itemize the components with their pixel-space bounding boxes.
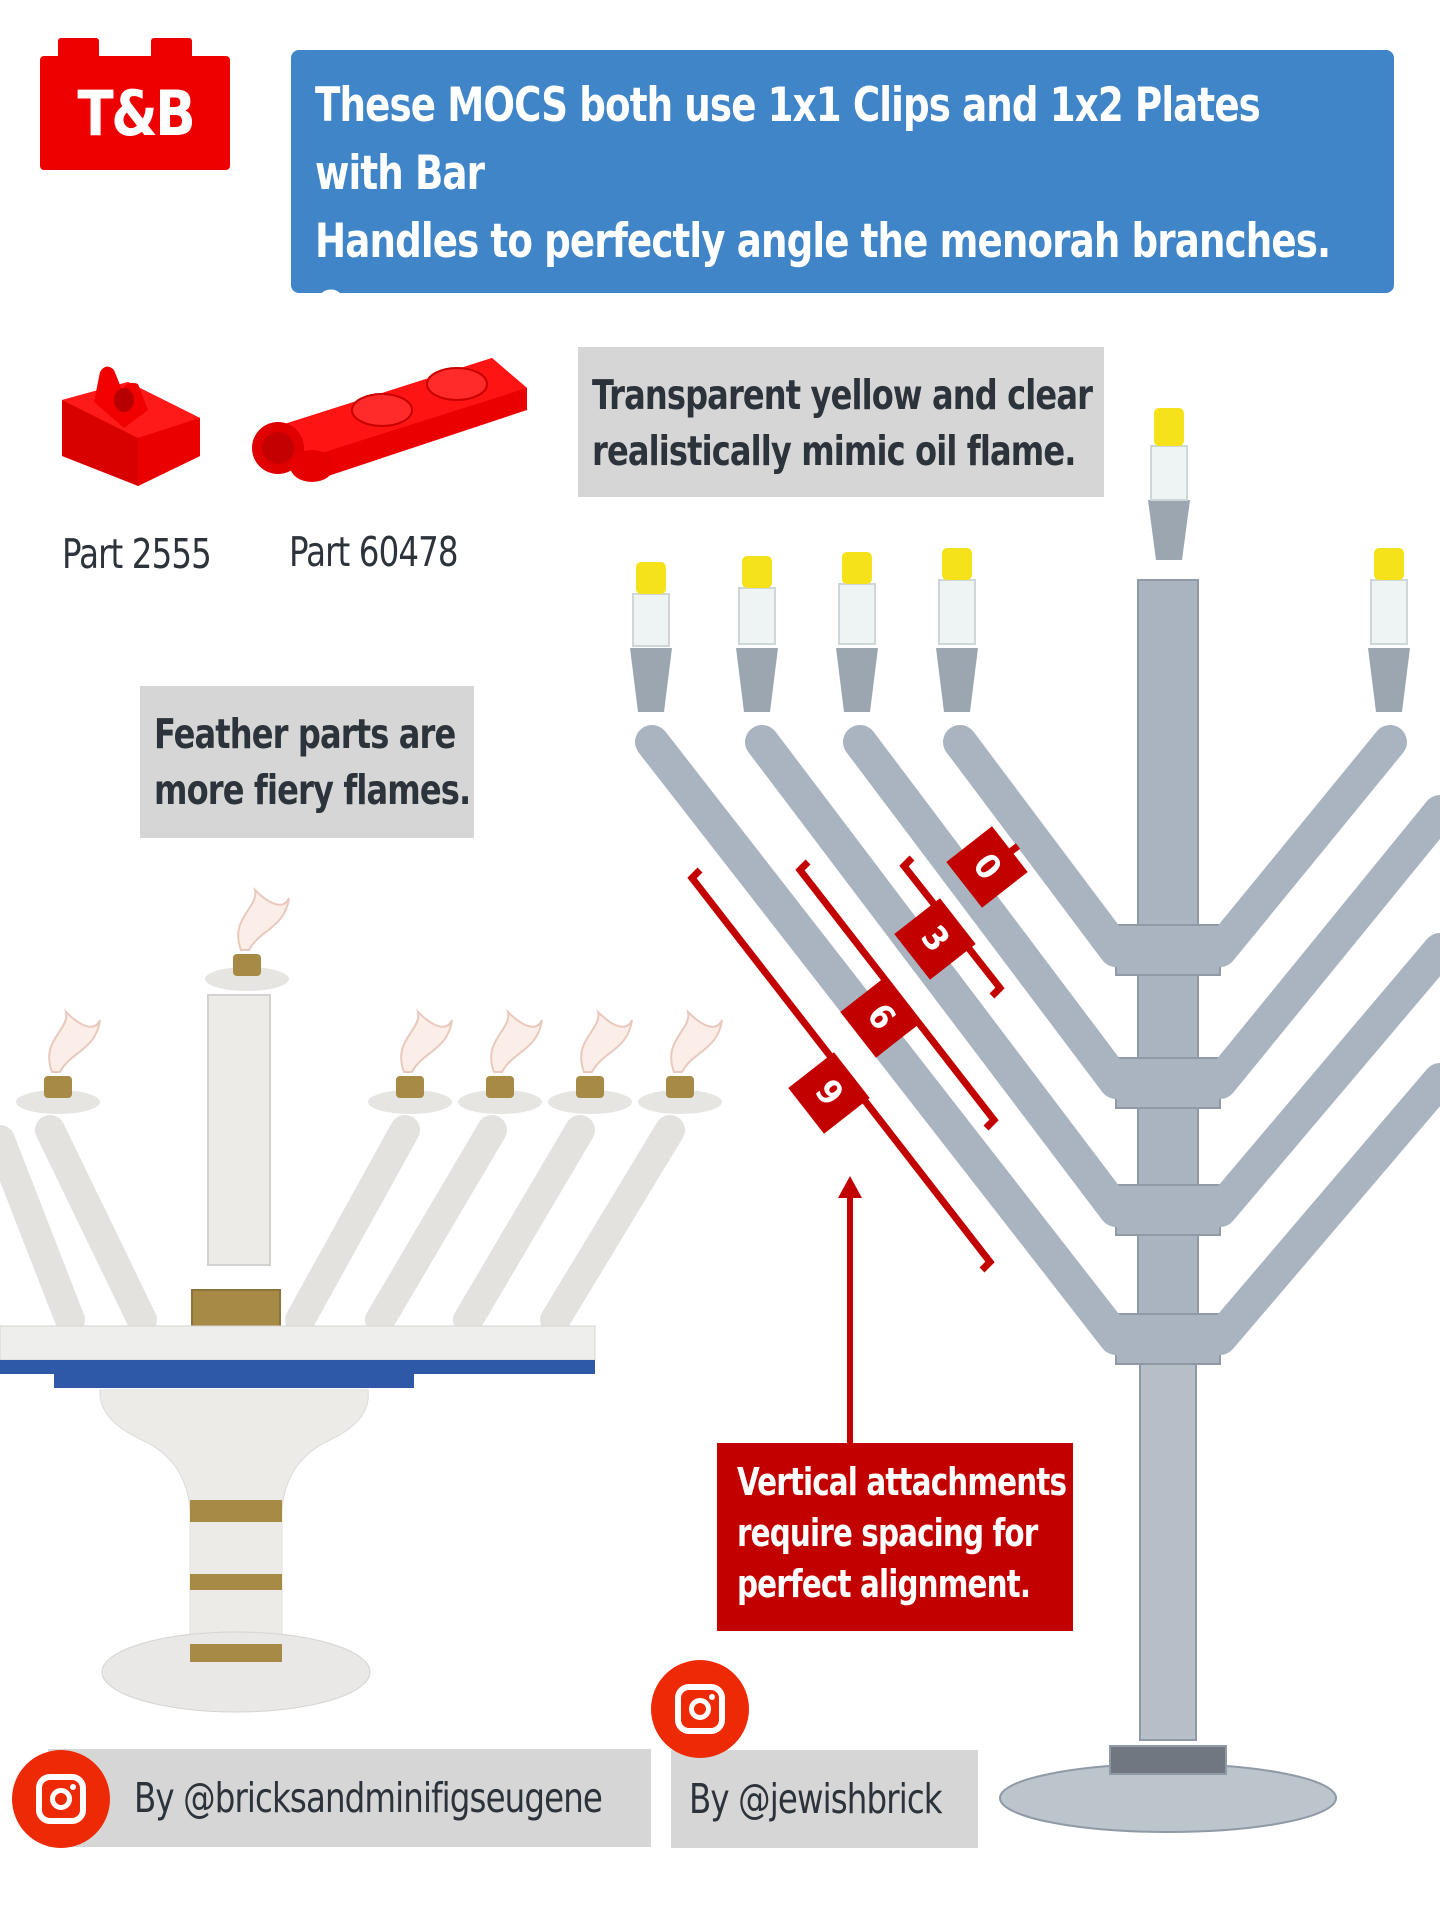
callout-line: require spacing for	[737, 1511, 1038, 1555]
flame-cups	[630, 408, 1410, 712]
instagram-icon[interactable]	[651, 1660, 749, 1758]
logo-stud-left	[58, 38, 99, 60]
vertical-attachment-callout: Vertical attachments require spacing for…	[717, 1443, 1073, 1631]
credit-bricksandminifigseugene[interactable]: By @bricksandminifigseugene	[48, 1749, 651, 1847]
flame-note-line: Transparent yellow and clear	[592, 371, 1093, 419]
logo-brick: T&B	[40, 56, 230, 170]
logo-text: T&B	[77, 76, 195, 150]
feather-note-line: Feather parts are	[154, 710, 456, 758]
flame-note: Transparent yellow and clear realistical…	[578, 347, 1104, 497]
flame-note-line: realistically mimic oil flame.	[592, 427, 1076, 475]
instagram-glyph	[675, 1684, 725, 1734]
feather-note-line: more fiery flames.	[154, 766, 471, 814]
credit-jewishbrick[interactable]: By @jewishbrick	[671, 1750, 978, 1848]
part-60478-label: Part 60478	[289, 528, 459, 576]
intro-line: Handles to perfectly angle the menorah b…	[315, 214, 1331, 337]
callout-line: Vertical attachments	[737, 1460, 1067, 1504]
intro-line: These MOCS both use 1x1 Clips and 1x2 Pl…	[315, 78, 1261, 201]
part-60478-plate-image	[252, 358, 527, 482]
credit-text[interactable]: By @jewishbrick	[689, 1775, 943, 1823]
part-2555-clip-image	[62, 366, 200, 486]
logo-stud-right	[151, 38, 192, 60]
instagram-icon[interactable]	[12, 1750, 110, 1848]
feather-note: Feather parts are more fiery flames.	[140, 686, 474, 838]
callout-arrow-head	[838, 1176, 862, 1198]
instagram-glyph	[36, 1774, 86, 1824]
tb-logo: T&B	[40, 38, 230, 170]
part-2555-label: Part 2555	[62, 530, 212, 578]
callout-line: perfect alignment.	[737, 1562, 1031, 1606]
credit-text[interactable]: By @bricksandminifigseugene	[134, 1774, 603, 1822]
